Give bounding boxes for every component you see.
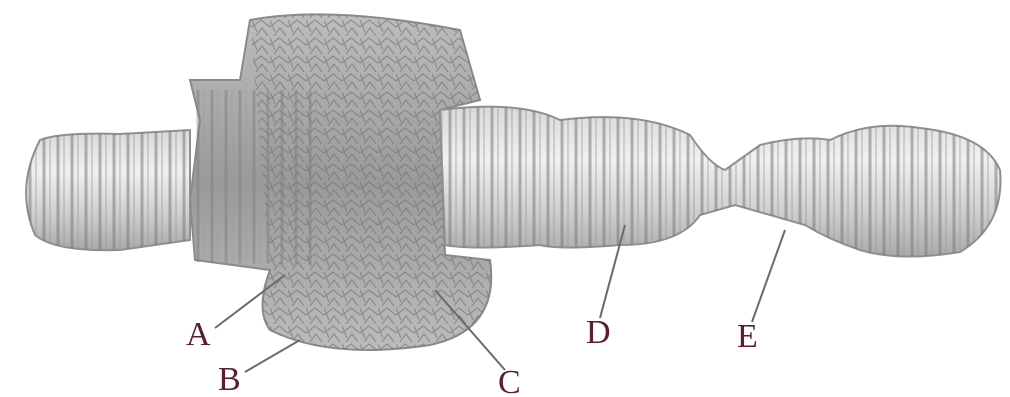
leader-line-e [752,230,785,322]
label-d: D [586,314,611,351]
label-c: C [498,364,521,397]
chromosome-left-arm [26,130,190,250]
leader-line-b [245,340,300,372]
label-e: E [737,318,758,355]
label-a: A [186,316,211,353]
label-b: B [218,361,241,397]
chromosome-right-arm [440,107,1001,257]
